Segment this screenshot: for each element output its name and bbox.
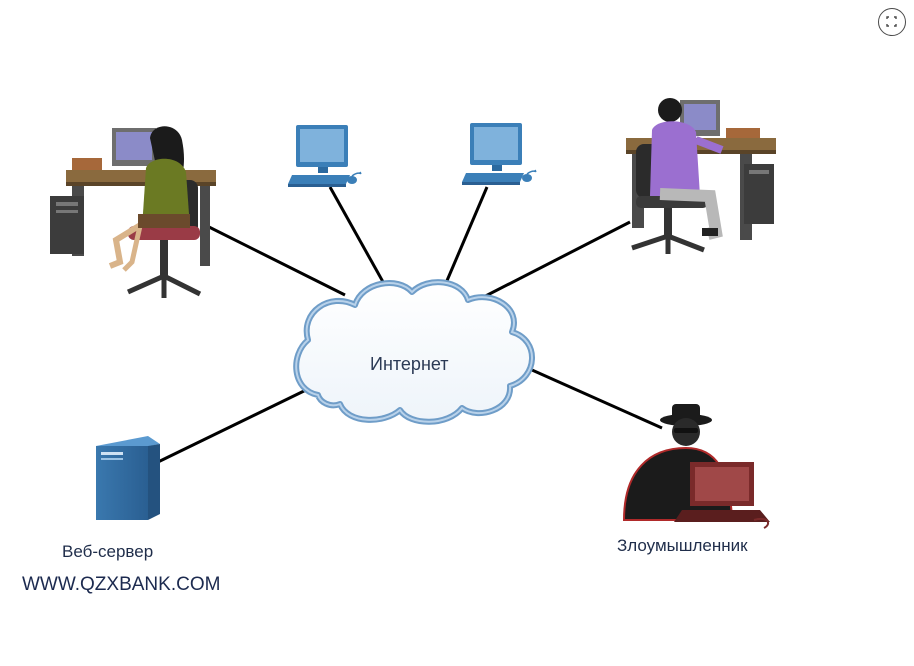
man-workstation (626, 98, 776, 254)
web-server-label: Веб-сервер (62, 542, 154, 561)
woman-workstation (50, 126, 216, 298)
attacker-label: Злоумышленник (617, 536, 748, 555)
internet-cloud (293, 279, 535, 425)
web-server-url: WWW.QZXBANK.COM (22, 574, 221, 595)
link-pc-right (441, 186, 489, 291)
internet-label: Интернет (370, 354, 449, 374)
link-attacker (531, 368, 663, 430)
desktop-computer-right (462, 123, 537, 185)
expand-button[interactable] (878, 8, 906, 36)
network-links (157, 186, 663, 464)
web-server (96, 436, 160, 520)
link-pc-left (328, 186, 394, 299)
attacker (622, 404, 770, 529)
link-web-server (157, 388, 307, 464)
link-woman-workstation (204, 223, 346, 297)
link-man-workstation (467, 220, 631, 307)
fullscreen-icon (886, 16, 897, 27)
desktop-computer-left (288, 125, 362, 187)
